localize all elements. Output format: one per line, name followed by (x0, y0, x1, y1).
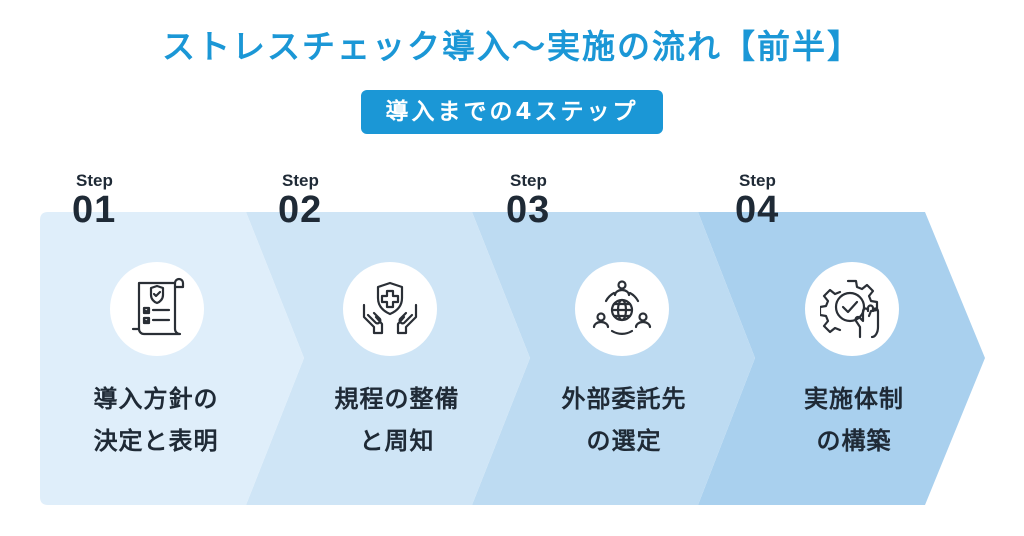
step-2-tag: Step 02 (278, 172, 322, 229)
step-2-label: 規程の整備 と周知 (334, 385, 460, 455)
step-3-label: 外部委託先 の選定 (561, 385, 687, 455)
step-1-icon-circle (110, 262, 204, 356)
people-globe-icon (592, 280, 652, 335)
step-4-number: 04 (735, 189, 780, 231)
step-4-icon-circle (805, 262, 899, 356)
step-4-tag: Step 04 (735, 172, 779, 229)
step-3-icon-circle (575, 262, 669, 356)
shield-hands-icon (362, 281, 418, 335)
step-4-label: 実施体制 の構築 (804, 385, 904, 455)
step-2-icon-circle (343, 262, 437, 356)
step-2-arrow (246, 212, 530, 505)
step-3-arrow (472, 212, 755, 505)
subtitle-container: 導入までの4ステップ (0, 90, 1024, 134)
checklist-document-icon (131, 277, 185, 336)
step-4-word: Step (739, 171, 776, 190)
step-1-arrow (40, 212, 304, 505)
step-1-label: 導入方針の 決定と表明 (93, 385, 219, 455)
page-title: ストレスチェック導入〜実施の流れ【前半】 (162, 27, 862, 66)
step-1-tag: Step 01 (72, 172, 116, 229)
step-3-number: 03 (506, 189, 551, 231)
step-4-arrow (698, 212, 985, 505)
step-3-word: Step (510, 171, 547, 190)
step-2-word: Step (282, 171, 319, 190)
step-1-word: Step (76, 171, 113, 190)
step-2-number: 02 (278, 189, 323, 231)
gear-check-hand-icon (820, 279, 880, 339)
subtitle-badge: 導入までの4ステップ (361, 90, 663, 134)
step-3-tag: Step 03 (506, 172, 550, 229)
step-1-number: 01 (72, 189, 117, 231)
